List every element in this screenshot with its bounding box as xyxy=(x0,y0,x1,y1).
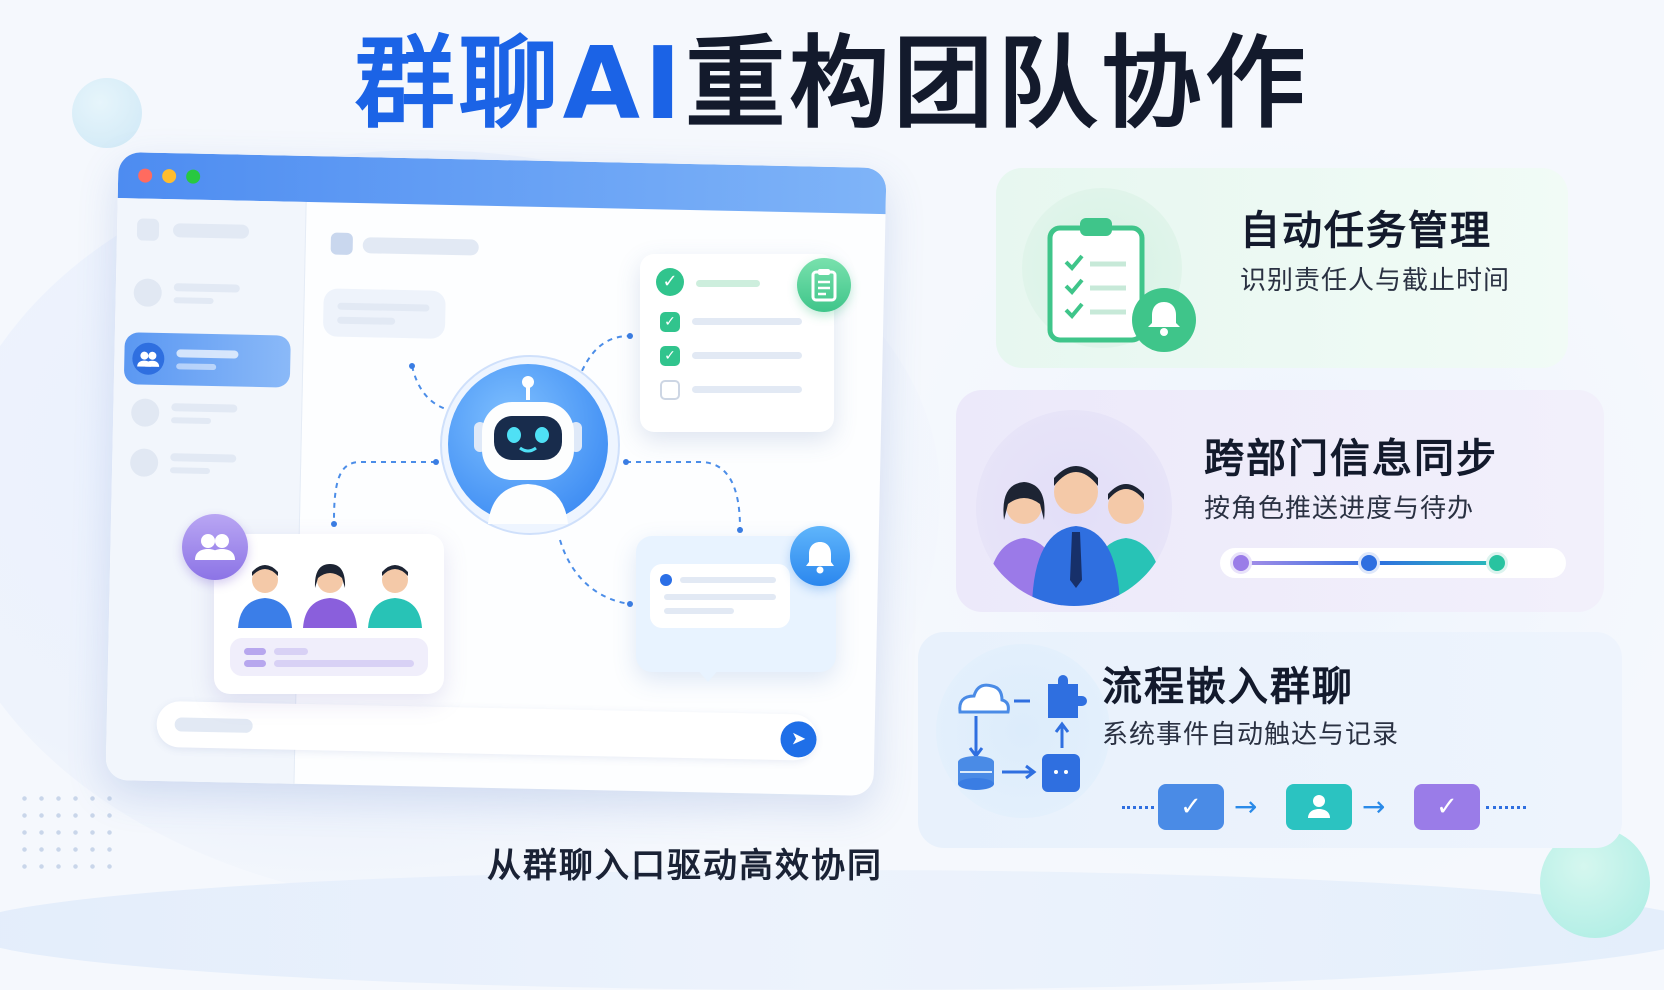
feature-subtitle: 识别责任人与截止时间 xyxy=(1240,266,1511,296)
flow-step-check-icon: ✓ xyxy=(1414,784,1480,830)
flow-step-check-icon: ✓ xyxy=(1158,784,1224,830)
page-title: 群聊AI重构团队协作 xyxy=(0,24,1664,144)
checklist-line-placeholder xyxy=(692,352,802,359)
feature-card-info-sync: 跨部门信息同步 按角色推送进度与待办 xyxy=(956,390,1604,612)
progress-node xyxy=(1230,552,1252,574)
feature-subtitle: 按角色推送进度与待办 xyxy=(1204,494,1475,524)
checklist-line-placeholder xyxy=(696,280,760,287)
team-message-bar xyxy=(230,638,428,676)
checkbox-checked: ✓ xyxy=(660,346,680,366)
team-people-icon xyxy=(976,410,1172,606)
feature-title: 跨部门信息同步 xyxy=(1204,436,1498,482)
connector-line xyxy=(559,539,631,605)
team-members-card xyxy=(214,534,444,694)
flow-step-user-icon xyxy=(1286,784,1352,830)
sidebar-item-group-chat[interactable] xyxy=(123,332,291,388)
title-highlight: 群聊AI xyxy=(354,25,686,142)
flow-arrow-icon: → xyxy=(1234,790,1258,823)
team-line-placeholder xyxy=(274,648,308,655)
flow-arrow-icon: → xyxy=(1362,790,1386,823)
connector-lines xyxy=(331,333,743,607)
bubble-tail xyxy=(696,668,720,682)
connector-line xyxy=(333,461,436,521)
title-main: 重构团队协作 xyxy=(685,25,1310,142)
connector-line xyxy=(626,461,741,529)
team-members-icon xyxy=(238,564,422,628)
group-chat-icon xyxy=(132,342,165,376)
progress-node xyxy=(1358,552,1380,574)
feature-card-task-management: 自动任务管理 识别责任人与截止时间 xyxy=(996,168,1568,368)
notification-line-placeholder xyxy=(664,594,776,600)
progress-node xyxy=(1486,552,1508,574)
team-line-placeholder xyxy=(244,648,266,655)
clipboard-check-icon xyxy=(1022,188,1196,352)
connector-line xyxy=(411,365,461,413)
decor-circle-top-left xyxy=(72,78,142,148)
feature-card-workflow: 流程嵌入群聊 系统事件自动触达与记录 xyxy=(918,632,1622,848)
check-circle-icon: ✓ xyxy=(656,268,684,296)
chat-sidebar xyxy=(105,198,307,784)
tagline: 从群聊入口驱动高效协同 xyxy=(487,846,883,886)
feature-title: 流程嵌入群聊 xyxy=(1102,664,1354,710)
notification-line-placeholder xyxy=(664,608,734,614)
flow-dotted-line xyxy=(1122,806,1154,809)
team-line-placeholder xyxy=(244,660,266,667)
flow-dotted-line xyxy=(1486,806,1526,809)
sync-progress-track xyxy=(1220,548,1566,578)
team-line-placeholder xyxy=(274,660,414,667)
checkbox-checked: ✓ xyxy=(660,312,680,332)
workflow-icon xyxy=(936,644,1110,818)
clipboard-icon xyxy=(797,258,851,312)
unread-dot xyxy=(660,574,672,586)
feature-subtitle: 系统事件自动触达与记录 xyxy=(1102,720,1400,750)
robot-icon xyxy=(448,364,608,524)
bell-icon xyxy=(790,526,850,586)
people-icon xyxy=(182,514,248,580)
decor-dot-grid xyxy=(16,790,116,880)
checklist-line-placeholder xyxy=(692,386,802,393)
checklist-line-placeholder xyxy=(692,318,802,325)
notification-line-placeholder xyxy=(680,577,776,583)
notification-message xyxy=(650,564,790,628)
checkbox-unchecked xyxy=(660,380,680,400)
chat-window-illustration: ➤ xyxy=(105,152,887,796)
feature-title: 自动任务管理 xyxy=(1240,208,1492,254)
